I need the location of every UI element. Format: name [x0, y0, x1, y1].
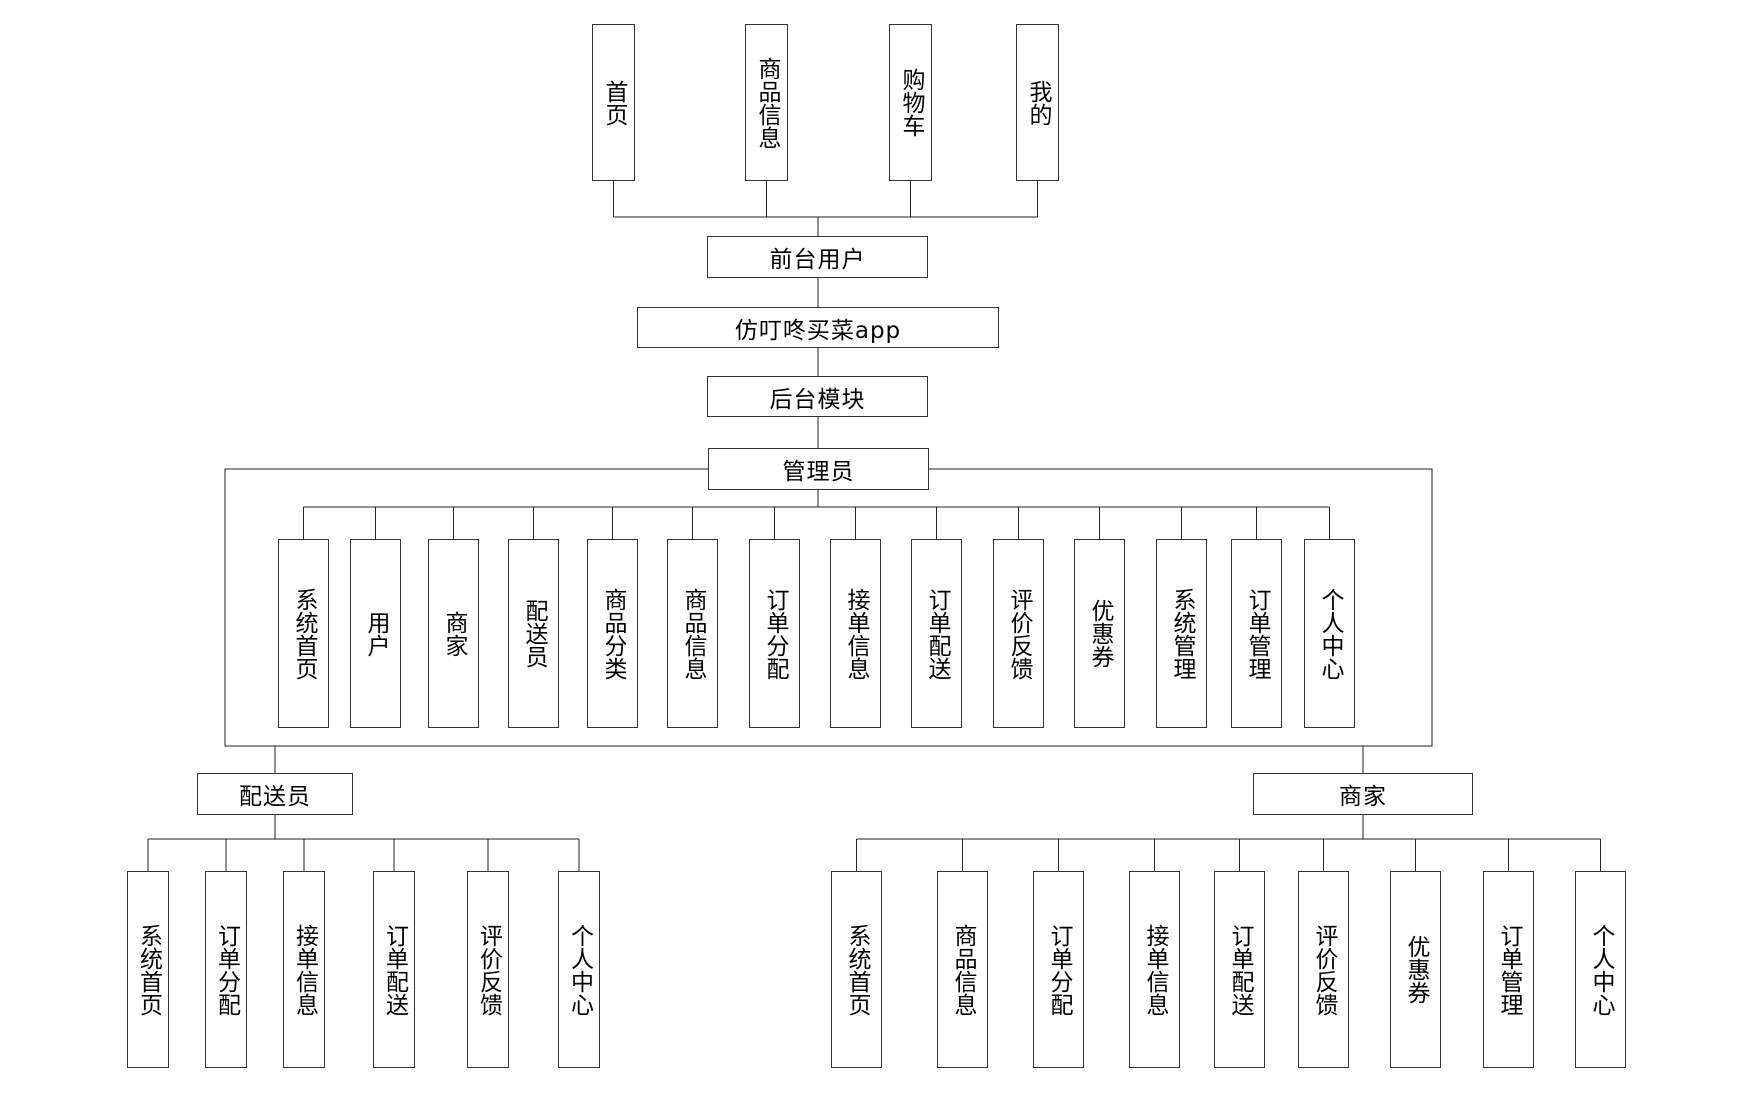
merchant-node: 商家	[1253, 773, 1473, 815]
admin-module-box: 个人中心	[1304, 539, 1355, 728]
app-root-node: 仿叮咚买菜app	[637, 307, 999, 348]
frontend-module-box: 首页	[592, 24, 635, 181]
merchant-module-box: 系统首页	[831, 871, 882, 1068]
admin-module-box: 订单分配	[749, 539, 800, 728]
merchant-module-box: 订单配送	[1214, 871, 1265, 1068]
courier-module-box: 接单信息	[283, 871, 325, 1068]
admin-module-box: 商品分类	[587, 539, 638, 728]
courier-module-box: 系统首页	[127, 871, 169, 1068]
courier-module-box: 订单配送	[373, 871, 415, 1068]
admin-module-box: 商品信息	[667, 539, 718, 728]
admin-module-box: 订单配送	[911, 539, 962, 728]
backend-module-node: 后台模块	[707, 376, 928, 417]
merchant-module-box: 优惠券	[1390, 871, 1441, 1068]
admin-module-box: 接单信息	[830, 539, 881, 728]
courier-module-box: 个人中心	[558, 871, 600, 1068]
courier-module-box: 评价反馈	[467, 871, 509, 1068]
admin-module-box: 系统管理	[1156, 539, 1207, 728]
admin-module-box: 评价反馈	[993, 539, 1044, 728]
admin-module-box: 用户	[350, 539, 401, 728]
frontend-module-box: 商品信息	[745, 24, 788, 181]
admin-module-box: 优惠券	[1074, 539, 1125, 728]
merchant-module-box: 商品信息	[937, 871, 988, 1068]
frontend-module-box: 购物车	[889, 24, 932, 181]
courier-module-box: 订单分配	[205, 871, 247, 1068]
frontend-user-node: 前台用户	[707, 236, 928, 278]
merchant-module-box: 订单分配	[1033, 871, 1084, 1068]
courier-node: 配送员	[197, 773, 353, 815]
admin-module-box: 系统首页	[278, 539, 329, 728]
merchant-module-box: 接单信息	[1129, 871, 1180, 1068]
merchant-module-box: 订单管理	[1483, 871, 1534, 1068]
admin-module-box: 订单管理	[1231, 539, 1282, 728]
merchant-module-box: 评价反馈	[1298, 871, 1349, 1068]
admin-module-box: 配送员	[508, 539, 559, 728]
admin-node: 管理员	[708, 448, 929, 490]
merchant-module-box: 个人中心	[1575, 871, 1626, 1068]
admin-module-box: 商家	[428, 539, 479, 728]
frontend-module-box: 我的	[1016, 24, 1059, 181]
